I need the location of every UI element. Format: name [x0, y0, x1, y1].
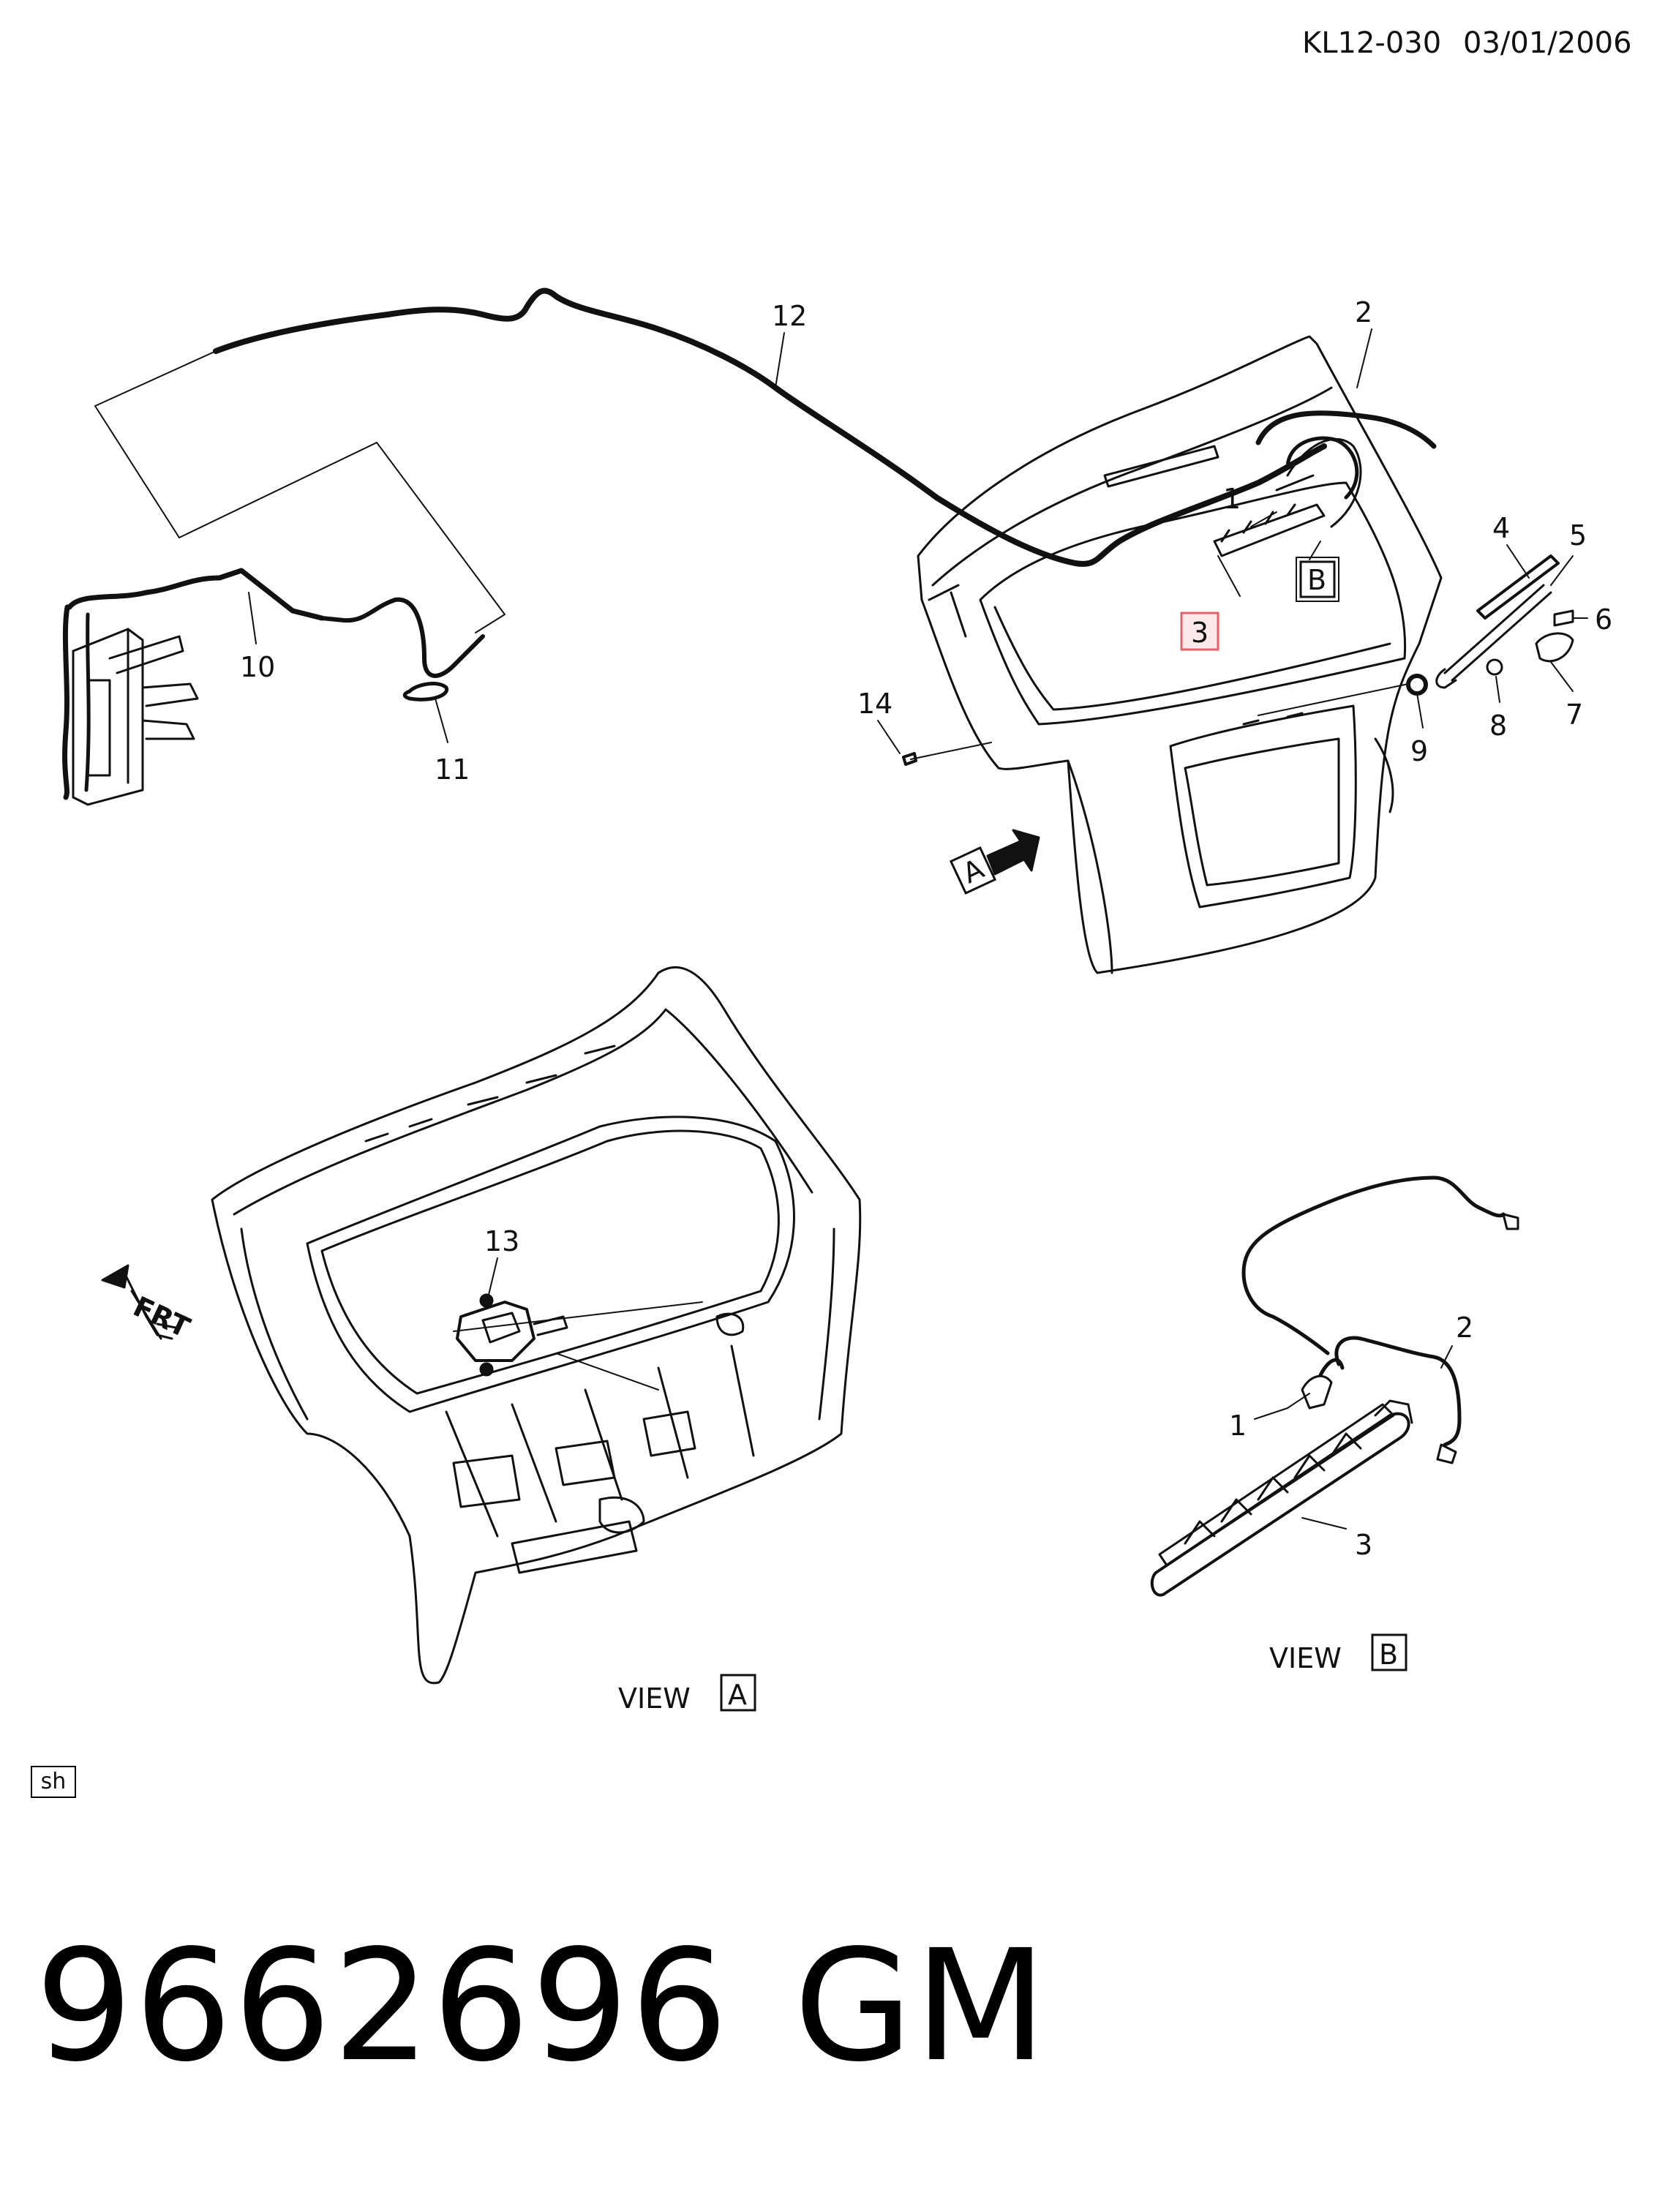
- part-number: 9662696: [35, 1916, 730, 2096]
- view-a-arrow: [986, 829, 1040, 876]
- liftgate-exterior: [917, 335, 1443, 974]
- callout-9: 9: [1410, 735, 1428, 767]
- view-a-marker-box: [949, 846, 997, 895]
- callout-2-top: 2: [1355, 296, 1372, 328]
- view-b-caption: VIEW: [1269, 1642, 1342, 1674]
- callout-5: 5: [1569, 519, 1587, 552]
- callout-12: 12: [772, 300, 807, 332]
- front-direction-arrow: [101, 1264, 177, 1340]
- washer-hose: [67, 568, 485, 701]
- callout-3-top: 3: [1191, 617, 1209, 649]
- callout-7: 7: [1566, 699, 1583, 731]
- callout-leaders: [248, 328, 1588, 1530]
- callout-10: 10: [240, 651, 275, 683]
- callout-6: 6: [1595, 603, 1612, 636]
- liftgate-interior: [211, 966, 862, 1685]
- callout-2-viewb: 2: [1456, 1312, 1473, 1344]
- header-ref-code: KL12-030: [1302, 26, 1442, 60]
- bolt-14: [902, 742, 992, 766]
- view-b-marker-box: [1299, 560, 1336, 598]
- view-b-marker-letter: B: [1307, 564, 1326, 596]
- header-date: 03/01/2006: [1463, 26, 1632, 60]
- callout-1-viewb: 1: [1229, 1410, 1247, 1442]
- callout-3-highlight: [1180, 612, 1219, 651]
- washer-reservoir: [62, 604, 199, 806]
- view-a-caption-box: [720, 1674, 756, 1712]
- callout-11: 11: [435, 753, 470, 786]
- brand-name: GM: [794, 1916, 1048, 2096]
- harness-12: [213, 287, 1327, 567]
- callout-13: 13: [484, 1225, 519, 1257]
- callout-3-viewb: 3: [1355, 1529, 1372, 1561]
- wiper-assembly: [1258, 554, 1574, 716]
- view-b-caption-box: [1371, 1633, 1407, 1671]
- view-a-caption-letter: A: [728, 1679, 747, 1711]
- chmsl-top: [1213, 410, 1437, 557]
- view-b-caption-letter: B: [1379, 1639, 1398, 1671]
- view-b-detail: [1150, 1175, 1519, 1597]
- callout-4: 4: [1492, 512, 1510, 544]
- callout-8: 8: [1489, 710, 1507, 742]
- view-a-caption: VIEW: [618, 1682, 691, 1715]
- sh-badge: sh: [31, 1766, 76, 1798]
- callout-1-top: 1: [1223, 483, 1241, 515]
- wiper-motor-13: [456, 1293, 568, 1377]
- callout-14: 14: [857, 688, 892, 720]
- routing-guide: [94, 350, 505, 633]
